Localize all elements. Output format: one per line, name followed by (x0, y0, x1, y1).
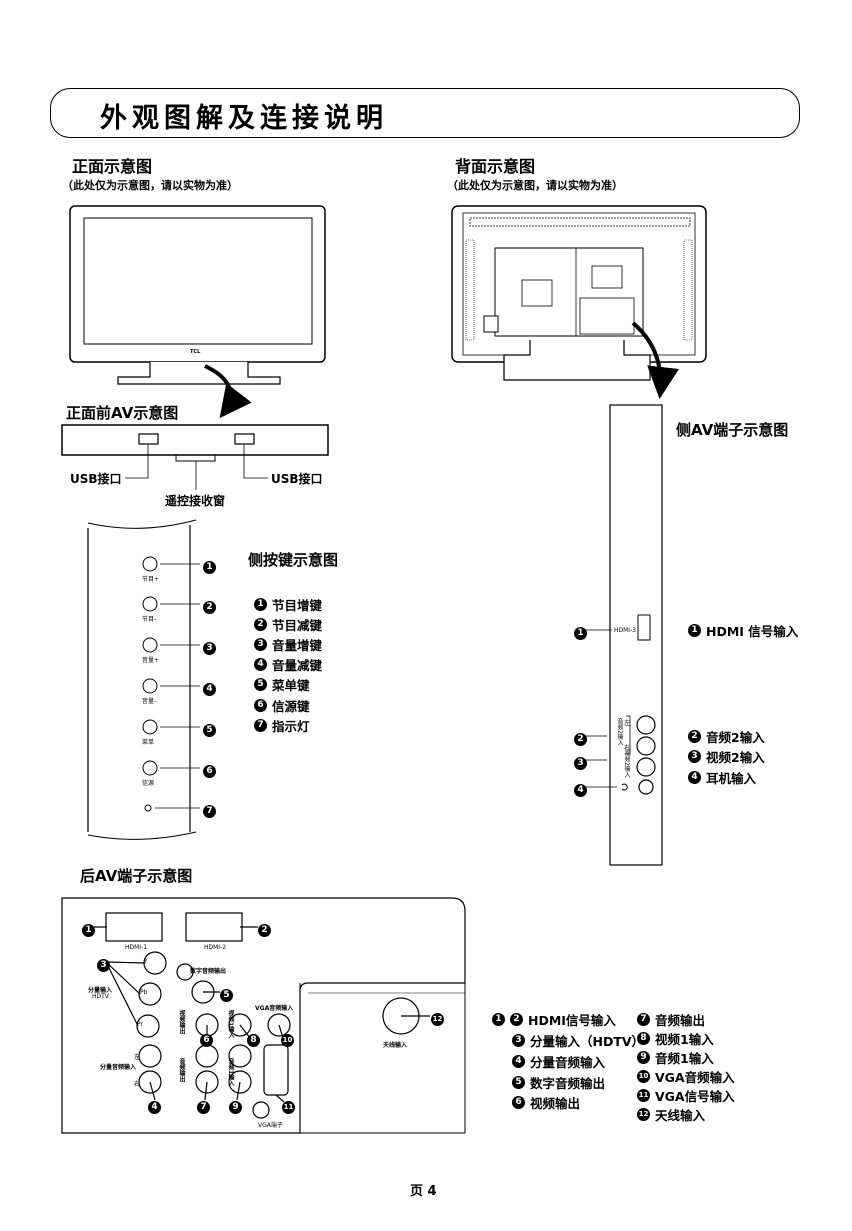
side-audio2-label: 音频2输入 (616, 718, 623, 746)
front-av-heading: 正面前AV示意图 (66, 404, 179, 422)
callout-rear-2: 2 (258, 924, 271, 937)
callout-rear-11: 11 (282, 1101, 295, 1114)
callout-rear-9: 9 (229, 1101, 242, 1114)
digital-audio-out-label: 数字音频输出 (190, 968, 227, 975)
callout-side-2: 2 (574, 733, 587, 746)
callout-rear-4: 4 (148, 1101, 161, 1114)
callout-key-3: 3 (203, 642, 216, 655)
callout-side-4: 4 (574, 784, 587, 797)
rear-right-ch-label: 右 (134, 1081, 141, 1088)
page-title: 外观图解及连接说明 (100, 103, 388, 134)
front-tv-drawing (69, 205, 326, 385)
callout-key-4: 4 (203, 683, 216, 696)
key-label-source: 信源 (142, 780, 155, 787)
callout-key-2: 2 (203, 601, 216, 614)
component-audio-in-label: 分量音频输入 (100, 1064, 137, 1071)
back-view-heading: 背面示意图 (455, 157, 536, 176)
key-label-menu: 菜单 (142, 739, 155, 746)
title-frame (50, 88, 800, 138)
audio1-in-label: 音频1输入 (227, 1058, 234, 1087)
callout-key-5: 5 (203, 724, 216, 737)
vga-audio-in-label: VGA音频输入 (255, 1005, 294, 1012)
back-view-note: （此处仅为示意图，请以实物为准） (447, 179, 623, 192)
callout-key-7: 7 (203, 805, 216, 818)
video1-in-label: 视频1输入 (227, 1010, 234, 1039)
usb-port-right-label: USB接口 (271, 472, 323, 486)
antenna-in-label: 天线输入 (383, 1042, 408, 1049)
side-keys-heading: 侧按键示意图 (248, 551, 339, 569)
callout-rear-5: 5 (220, 989, 233, 1002)
callout-side-1: 1 (574, 627, 587, 640)
hdmi3-port-label: HDMI-3 (614, 627, 637, 634)
callout-key-6: 6 (203, 765, 216, 778)
key-label-ch-up: 节目+ (142, 576, 160, 583)
hdtv-label: HDTV (92, 993, 109, 1000)
rear-av-heading: 后AV端子示意图 (80, 867, 193, 885)
page-number: 页 4 (410, 1184, 437, 1199)
key-label-vol-down: 音量- (142, 698, 157, 705)
video-out-label: 视频输出 (178, 1010, 185, 1034)
key-label-ch-down: 节目- (142, 616, 157, 623)
audio-out-label: 音频输出 (178, 1058, 185, 1082)
side-left-ch-label: 左 (624, 720, 631, 727)
front-view-heading: 正面示意图 (72, 157, 153, 176)
key-label-vol-up: 音量+ (142, 657, 160, 664)
vga-port-label: VGA端子 (258, 1122, 283, 1129)
remote-window-label: 遥控接收窗 (165, 494, 226, 508)
pb-port-label: Pb (140, 989, 148, 996)
back-tv-drawing (451, 205, 707, 381)
hdmi1-port-label: HDMI-1 (125, 944, 148, 951)
side-video2-label: 视频2输入 (623, 750, 630, 778)
pr-port-label: Pr (137, 1021, 143, 1028)
side-av-heading: 侧AV端子示意图 (676, 421, 789, 439)
y-port-label: Y (144, 958, 148, 965)
callout-key-1: 1 (203, 561, 216, 574)
callout-side-3: 3 (574, 757, 587, 770)
side-right-ch-label: 右 (624, 745, 631, 752)
front-view-note: （此处仅为示意图，请以实物为准） (62, 179, 238, 192)
rear-left-ch-label: 左 (134, 1054, 141, 1061)
hdmi2-port-label: HDMI-2 (204, 944, 227, 951)
component-in-label: 分量输入 (88, 987, 113, 994)
callout-rear-7: 7 (197, 1101, 210, 1114)
callout-rear-10: 10 (281, 1034, 294, 1047)
tcl-logo: TCL (190, 349, 201, 355)
callout-rear-12: 12 (431, 1013, 444, 1026)
callout-rear-3: 3 (97, 959, 110, 972)
usb-port-left-label: USB接口 (70, 472, 122, 486)
callout-rear-6: 6 (200, 1034, 213, 1047)
callout-rear-1: 1 (82, 924, 95, 937)
callout-rear-8: 8 (247, 1034, 260, 1047)
